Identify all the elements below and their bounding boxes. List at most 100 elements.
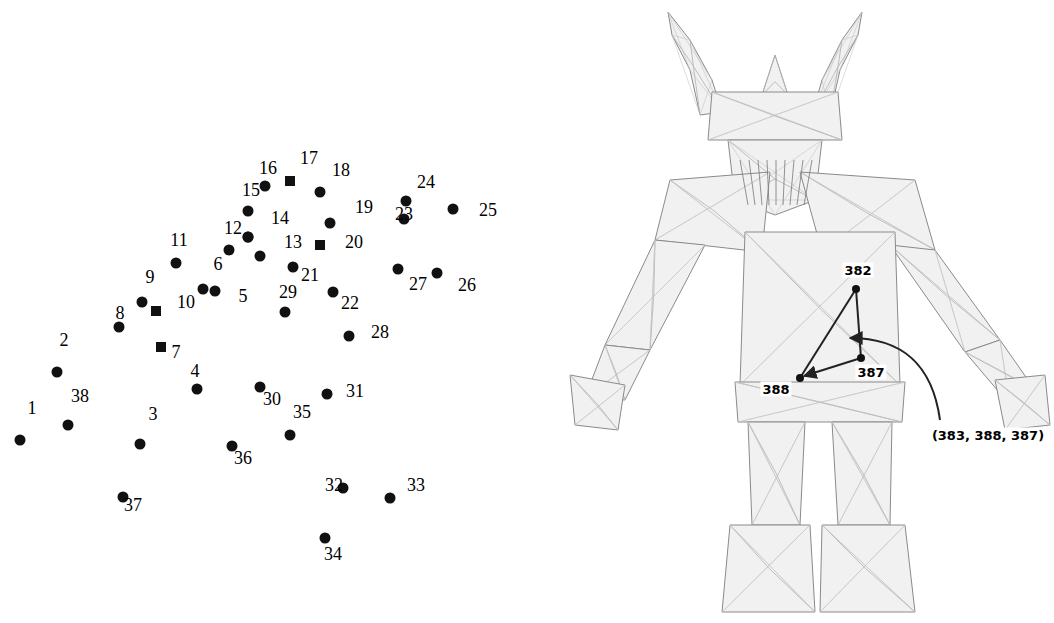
point-dot: [255, 251, 266, 262]
mesh-edge: [670, 180, 714, 211]
mesh-edge: [655, 172, 770, 240]
marked-triangle: [796, 285, 940, 420]
point-number: 26: [458, 276, 476, 294]
mesh-edge: [672, 35, 700, 115]
vertex-label: (383, 388, 387): [930, 428, 1046, 443]
point-number: 15: [242, 181, 260, 199]
point-number: 25: [479, 201, 497, 219]
beard-stroke: [749, 160, 755, 205]
mesh-edge: [708, 92, 838, 140]
mesh-edge: [745, 232, 900, 385]
point-dot: [432, 268, 443, 279]
mesh-edge: [668, 12, 712, 80]
mesh-edge: [693, 66, 700, 115]
mesh-edge: [655, 172, 770, 240]
mesh-edge: [822, 12, 862, 80]
point-dot: [210, 286, 221, 297]
point-number: 23: [395, 205, 413, 223]
point-dot: [114, 322, 125, 333]
mesh-edge: [822, 525, 915, 612]
mesh-edge: [762, 55, 775, 95]
point-number: 27: [409, 275, 427, 293]
point-number: 34: [324, 545, 342, 563]
point-dot: [448, 204, 459, 215]
mesh-edge: [1005, 375, 1045, 430]
point-square: [151, 306, 161, 316]
point-dot: [171, 258, 182, 269]
point-number: 20: [345, 233, 363, 251]
mesh-edge: [995, 380, 1050, 425]
mesh-edge: [748, 422, 800, 525]
mesh-edge: [832, 422, 890, 525]
mesh-edge: [650, 240, 655, 350]
point-dot: [63, 420, 74, 431]
point-number: 3: [149, 405, 158, 423]
leader-arrow: [850, 338, 940, 420]
mesh-edge: [769, 569, 815, 613]
point-number: 28: [371, 323, 389, 341]
point-dot: [320, 533, 331, 544]
mesh-edge: [866, 569, 916, 613]
triangle-edge: [800, 289, 856, 378]
mesh-edge: [890, 245, 1000, 340]
point-number: 37: [124, 496, 142, 514]
mesh-edge: [822, 525, 915, 612]
point-number: 9: [146, 268, 155, 286]
mesh-edge: [575, 385, 625, 425]
point-dot: [260, 181, 271, 192]
mesh-part: [890, 245, 1000, 352]
mesh-part: [762, 55, 788, 95]
mesh-edge: [730, 525, 815, 612]
mesh-edge: [840, 12, 862, 70]
point-number: 36: [234, 449, 252, 467]
mesh-edge: [838, 40, 842, 67]
mesh-edge: [935, 250, 965, 352]
point-number: 24: [417, 173, 435, 191]
point-number: 18: [332, 161, 350, 179]
point-dot: [192, 384, 203, 395]
point-number: 7: [172, 343, 181, 361]
vertex-label: 388: [760, 382, 791, 397]
point-number: 19: [355, 198, 373, 216]
mesh-part: [605, 240, 705, 350]
mesh-edge: [735, 382, 902, 422]
point-cloud: [15, 176, 459, 544]
beard-stroke: [758, 160, 762, 205]
point-square: [315, 240, 325, 250]
point-number: 10: [177, 293, 195, 311]
mesh-edge: [1005, 375, 1045, 430]
mesh-figure: [570, 12, 1050, 612]
mesh-edge: [820, 525, 905, 612]
mesh-part: [995, 375, 1050, 430]
point-number: 14: [271, 209, 289, 227]
mesh-part: [740, 232, 900, 385]
point-dot: [325, 218, 336, 229]
mesh-edge: [748, 422, 800, 525]
mesh-edge: [722, 525, 810, 612]
mesh-edge: [712, 92, 842, 140]
point-number: 16: [259, 159, 277, 177]
mesh-edge: [838, 35, 858, 67]
vertex-dot: [857, 354, 865, 362]
point-number: 4: [191, 362, 200, 380]
point-dot: [243, 232, 254, 243]
beard-stroke: [797, 160, 803, 205]
mesh-edge: [738, 382, 905, 422]
beard-stroke: [783, 160, 785, 205]
beard-stroke: [767, 160, 769, 205]
mesh-edge: [752, 422, 805, 525]
vertex-label: 387: [855, 365, 886, 380]
point-number: 2: [60, 331, 69, 349]
point-number: 6: [214, 255, 223, 273]
point-number: 21: [301, 266, 319, 284]
point-dot: [52, 367, 63, 378]
beard-stroke: [776, 160, 777, 205]
point-dot: [315, 187, 326, 198]
point-dot: [137, 297, 148, 308]
mesh-edge: [712, 92, 842, 140]
mesh-edge: [570, 375, 618, 430]
point-number: 5: [239, 287, 248, 305]
mesh-edge: [832, 422, 890, 525]
mesh-edge: [838, 422, 892, 525]
